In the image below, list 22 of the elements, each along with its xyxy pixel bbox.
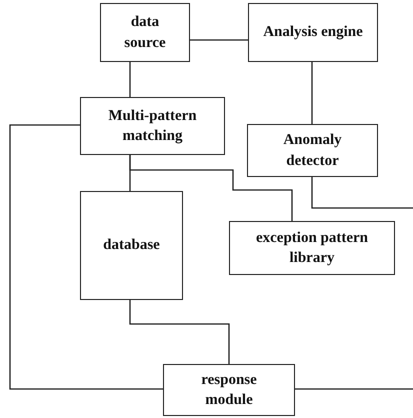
box-label: database <box>103 236 160 256</box>
connector-line <box>129 62 131 97</box>
connector-line <box>295 388 413 390</box>
connector-line <box>129 155 293 221</box>
process-box <box>229 221 395 275</box>
connector-line <box>129 300 230 364</box>
box-label: response module <box>200 370 258 410</box>
box-label: Analysis engine <box>263 23 363 42</box>
box-label: Multi-pattern matching <box>107 106 198 146</box>
box-label: exception pattern library <box>254 228 370 268</box>
process-box <box>247 124 378 177</box>
process-box <box>163 364 295 416</box>
connector-line <box>311 177 413 209</box>
box-label: Anomaly detector <box>282 131 343 170</box>
process-box <box>248 3 378 62</box>
connector-line <box>311 62 313 124</box>
box-label: data source <box>123 13 167 52</box>
connector-line <box>190 39 248 41</box>
connector-line <box>9 124 163 390</box>
process-box <box>100 3 190 62</box>
process-box <box>80 191 183 300</box>
process-box <box>80 97 225 155</box>
